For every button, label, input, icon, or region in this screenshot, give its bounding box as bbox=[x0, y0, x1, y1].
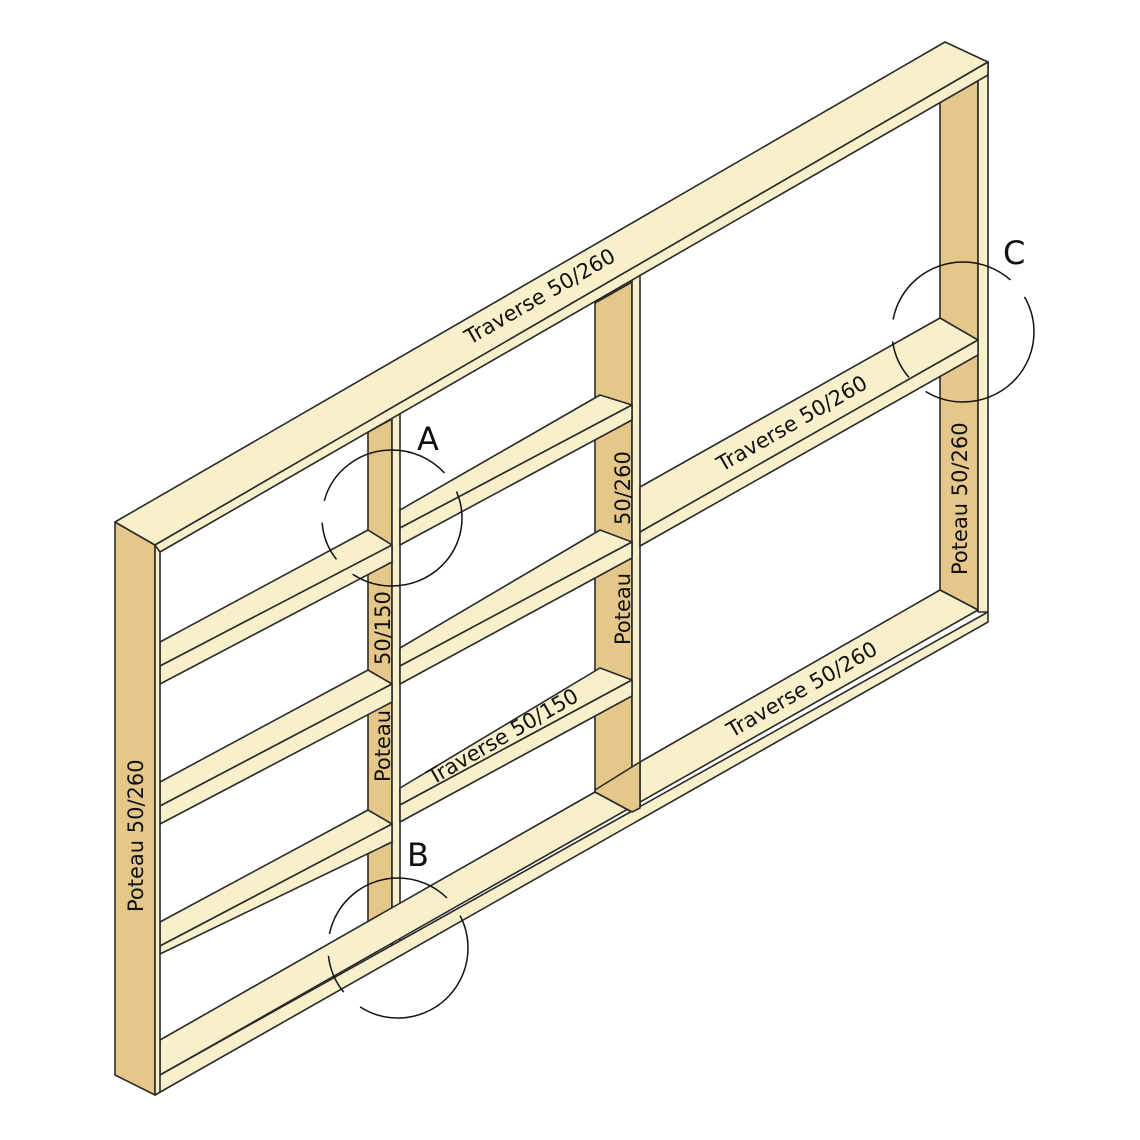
label-inner-post-size: 50/150 bbox=[371, 591, 395, 665]
left-bay-traverses bbox=[159, 529, 393, 955]
label-center-post-name: Poteau bbox=[611, 573, 635, 645]
middle-bay-traverses bbox=[399, 394, 633, 823]
right-post-edge bbox=[977, 61, 989, 613]
label-right-post: Poteau 50/260 bbox=[948, 422, 972, 575]
right-middle-traverse-edge bbox=[639, 339, 979, 547]
inner-post-edge bbox=[391, 411, 401, 946]
detail-circle-a bbox=[321, 449, 463, 587]
detail-label-b: B bbox=[407, 836, 429, 874]
left-post-edge bbox=[154, 541, 161, 1096]
label-center-post-size: 50/260 bbox=[611, 451, 635, 525]
label-left-post: Poteau 50/260 bbox=[124, 759, 148, 912]
label-inner-post-name: Poteau bbox=[371, 710, 395, 782]
detail-circle-c bbox=[891, 261, 1035, 403]
center-post-edge bbox=[631, 273, 641, 813]
detail-circle-b bbox=[327, 877, 469, 1019]
detail-label-c: C bbox=[1003, 234, 1025, 272]
detail-label-a: A bbox=[417, 420, 439, 458]
top-traverse-edge bbox=[154, 61, 989, 553]
bottom-mid-face bbox=[594, 761, 641, 813]
